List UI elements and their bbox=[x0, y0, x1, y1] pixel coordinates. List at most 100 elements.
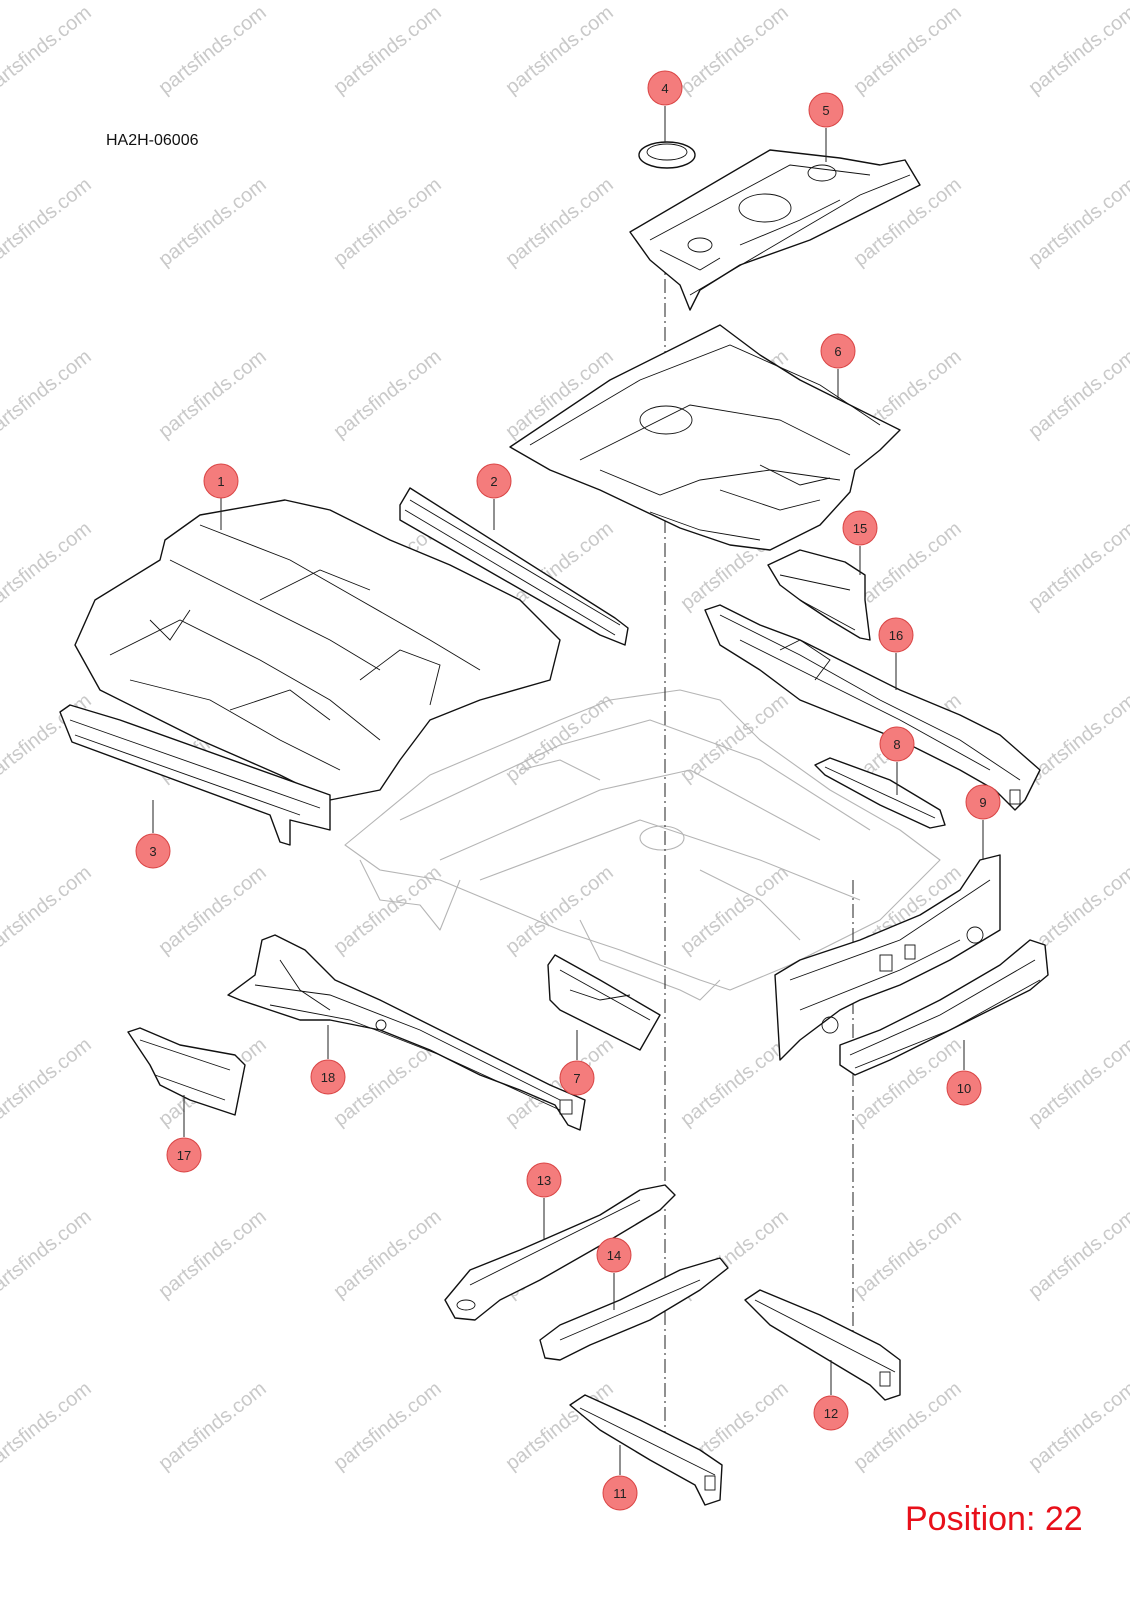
callout-4: 4 bbox=[647, 70, 683, 106]
part-9-rear-end-panel bbox=[774, 854, 1001, 1061]
callout-6: 6 bbox=[820, 333, 856, 369]
watermark-text: partsfinds.com bbox=[0, 1378, 96, 1475]
callout-circle bbox=[166, 1137, 202, 1173]
part-18-front-side-member bbox=[227, 934, 586, 1131]
callout-11: 11 bbox=[602, 1475, 638, 1511]
part-6-rear-floor-pan bbox=[509, 324, 901, 551]
watermark-text: partsfinds.com bbox=[502, 174, 618, 271]
watermark-text: partsfinds.com bbox=[0, 2, 96, 99]
watermark-text: partsfinds.com bbox=[0, 1034, 96, 1131]
watermark-text: partsfinds.com bbox=[155, 346, 271, 443]
callout-number: 10 bbox=[957, 1081, 971, 1096]
part-15-bracket bbox=[767, 549, 871, 641]
callout-14: 14 bbox=[596, 1237, 632, 1273]
callout-circle bbox=[820, 333, 856, 369]
part-7-crossmember-bracket bbox=[547, 954, 661, 1051]
callout-18: 18 bbox=[310, 1059, 346, 1095]
callout-circle bbox=[602, 1475, 638, 1511]
callout-number: 11 bbox=[613, 1486, 627, 1501]
callout-circle bbox=[526, 1162, 562, 1198]
part-8-crossmember bbox=[814, 757, 946, 829]
callout-circle bbox=[559, 1060, 595, 1096]
watermark-text: partsfinds.com bbox=[1025, 1206, 1130, 1303]
watermark-text: partsfinds.com bbox=[0, 346, 96, 443]
callout-circle bbox=[842, 510, 878, 546]
callout-number: 9 bbox=[979, 795, 986, 810]
watermark-text: partsfinds.com bbox=[677, 862, 793, 959]
ghost-floor-assembly bbox=[344, 689, 941, 1001]
callout-16: 16 bbox=[878, 617, 914, 653]
part-14-cross-brace bbox=[539, 1257, 729, 1361]
watermark-text: partsfinds.com bbox=[330, 346, 446, 443]
callout-number: 6 bbox=[834, 344, 841, 359]
watermark-text: partsfinds.com bbox=[0, 518, 96, 615]
callout-13: 13 bbox=[526, 1162, 562, 1198]
watermark-text: partsfinds.com bbox=[850, 1378, 966, 1475]
part-12-rear-side-extension bbox=[744, 1289, 901, 1401]
watermark-text: partsfinds.com bbox=[330, 1378, 446, 1475]
callout-1: 1 bbox=[203, 463, 239, 499]
part-4-plug bbox=[638, 141, 696, 169]
watermark-text: partsfinds.com bbox=[1025, 2, 1130, 99]
callout-circle bbox=[965, 784, 1001, 820]
callout-12: 12 bbox=[813, 1395, 849, 1431]
part-2-side-rail bbox=[399, 487, 629, 646]
watermark-text: partsfinds.com bbox=[155, 1206, 271, 1303]
callout-number: 3 bbox=[149, 844, 156, 859]
callout-number: 13 bbox=[537, 1173, 551, 1188]
callout-circle bbox=[135, 833, 171, 869]
part-13-rear-crossmember bbox=[444, 1184, 676, 1321]
callout-7: 7 bbox=[559, 1060, 595, 1096]
callout-circle bbox=[203, 463, 239, 499]
callout-2: 2 bbox=[476, 463, 512, 499]
watermark-text: partsfinds.com bbox=[1025, 518, 1130, 615]
part-16-rear-side-member bbox=[704, 604, 1041, 811]
watermark-text: partsfinds.com bbox=[1025, 346, 1130, 443]
part-10-bumper-beam bbox=[839, 939, 1049, 1076]
part-5-rear-floor-panel bbox=[629, 149, 921, 311]
watermark-text: partsfinds.com bbox=[677, 1034, 793, 1131]
watermark-text: partsfinds.com bbox=[677, 2, 793, 99]
diagram-code: HA2H-06006 bbox=[106, 132, 199, 149]
callout-number: 8 bbox=[893, 737, 900, 752]
part-17-bracket bbox=[127, 1027, 246, 1116]
watermark-text: partsfinds.com bbox=[0, 174, 96, 271]
watermark-text: partsfinds.com bbox=[155, 2, 271, 99]
callout-number: 12 bbox=[824, 1406, 838, 1421]
watermark-text: partsfinds.com bbox=[155, 1378, 271, 1475]
callout-15: 15 bbox=[842, 510, 878, 546]
callout-circle bbox=[813, 1395, 849, 1431]
callout-circle bbox=[879, 726, 915, 762]
callout-number: 16 bbox=[889, 628, 903, 643]
part-11-front-side-extension bbox=[569, 1394, 723, 1506]
watermark-text: partsfinds.com bbox=[330, 862, 446, 959]
watermark-text: partsfinds.com bbox=[330, 174, 446, 271]
watermark-text: partsfinds.com bbox=[330, 1206, 446, 1303]
watermark-text: partsfinds.com bbox=[1025, 690, 1130, 787]
callout-number: 14 bbox=[607, 1248, 621, 1263]
callout-17: 17 bbox=[166, 1137, 202, 1173]
position-label: Position: 22 bbox=[905, 1500, 1083, 1538]
watermark-text: partsfinds.com bbox=[1025, 174, 1130, 271]
callout-leaders bbox=[152, 106, 984, 1475]
watermark-text: partsfinds.com bbox=[155, 862, 271, 959]
callout-number: 5 bbox=[822, 103, 829, 118]
watermark-text: partsfinds.com bbox=[850, 1206, 966, 1303]
callout-number: 1 bbox=[217, 474, 224, 489]
watermark-text: partsfinds.com bbox=[330, 2, 446, 99]
callout-10: 10 bbox=[946, 1070, 982, 1106]
callout-9: 9 bbox=[965, 784, 1001, 820]
callout-5: 5 bbox=[808, 92, 844, 128]
watermark-text: partsfinds.com bbox=[155, 174, 271, 271]
callout-number: 17 bbox=[177, 1148, 191, 1163]
callout-circle bbox=[946, 1070, 982, 1106]
callout-circle bbox=[476, 463, 512, 499]
callout-8: 8 bbox=[879, 726, 915, 762]
watermark-text: partsfinds.com bbox=[502, 862, 618, 959]
watermark-text: partsfinds.com bbox=[850, 2, 966, 99]
callout-number: 2 bbox=[490, 474, 497, 489]
callout-number: 15 bbox=[853, 521, 867, 536]
part-3-sill bbox=[59, 704, 331, 846]
